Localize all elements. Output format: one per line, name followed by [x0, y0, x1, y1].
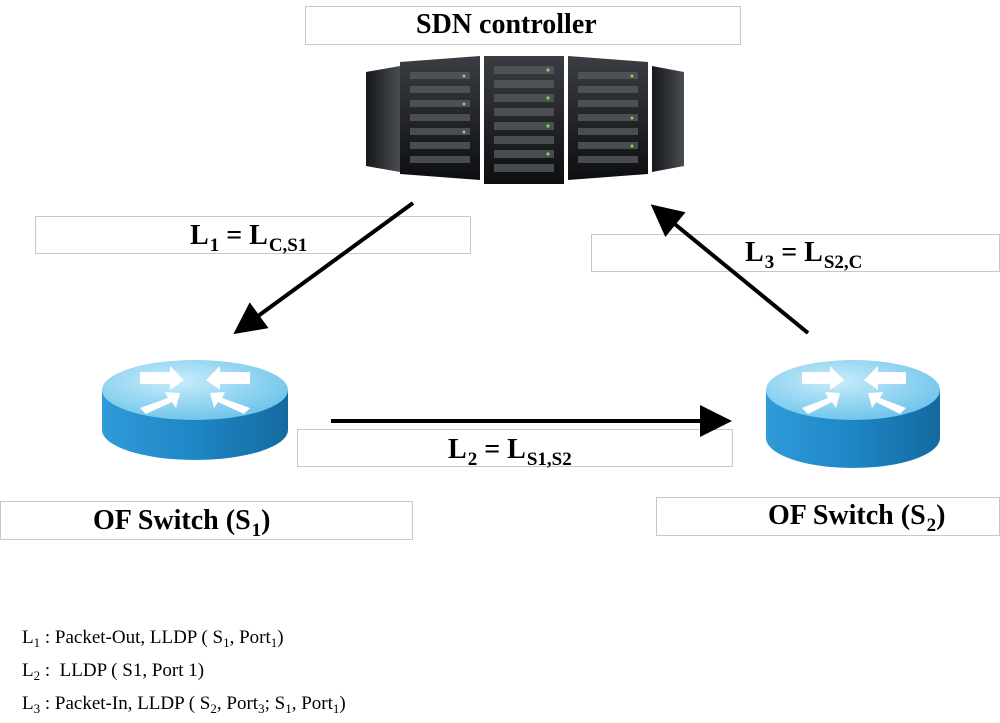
- switch-s1-box: [0, 501, 413, 540]
- legend-l2: L2 : LLDP ( S1, Port 1): [22, 660, 205, 683]
- arrow-l1: [233, 201, 415, 335]
- link-l2-box: [297, 429, 733, 467]
- link-l1-label: L1 = LC,S1: [190, 220, 308, 256]
- switch-s1-label: OF Switch (S1): [93, 505, 271, 541]
- legend-l1: L1 : Packet-Out, LLDP ( S1, Port1): [22, 627, 284, 650]
- switch-s2-label: OF Switch (S2): [768, 500, 946, 536]
- link-l3-label: L3 = LS2,C: [745, 237, 863, 273]
- link-l3-box: [591, 234, 1000, 272]
- link-l1-box: [35, 216, 471, 254]
- server-rack-icon: [366, 56, 684, 184]
- controller-title-box: [305, 6, 741, 45]
- switch-s2-box: [656, 497, 1000, 536]
- router-icon: [102, 360, 288, 460]
- legend-l3: L3 : Packet-In, LLDP ( S2, Port3; S1, Po…: [22, 693, 346, 716]
- link-l2-label: L2 = LS1,S2: [448, 434, 572, 470]
- arrow-l3: [650, 204, 810, 335]
- router-icon: [766, 360, 940, 468]
- legend: L1 : Packet-Out, LLDP ( S1, Port1) L2 : …: [22, 624, 346, 723]
- controller-title: SDN controller: [416, 9, 597, 40]
